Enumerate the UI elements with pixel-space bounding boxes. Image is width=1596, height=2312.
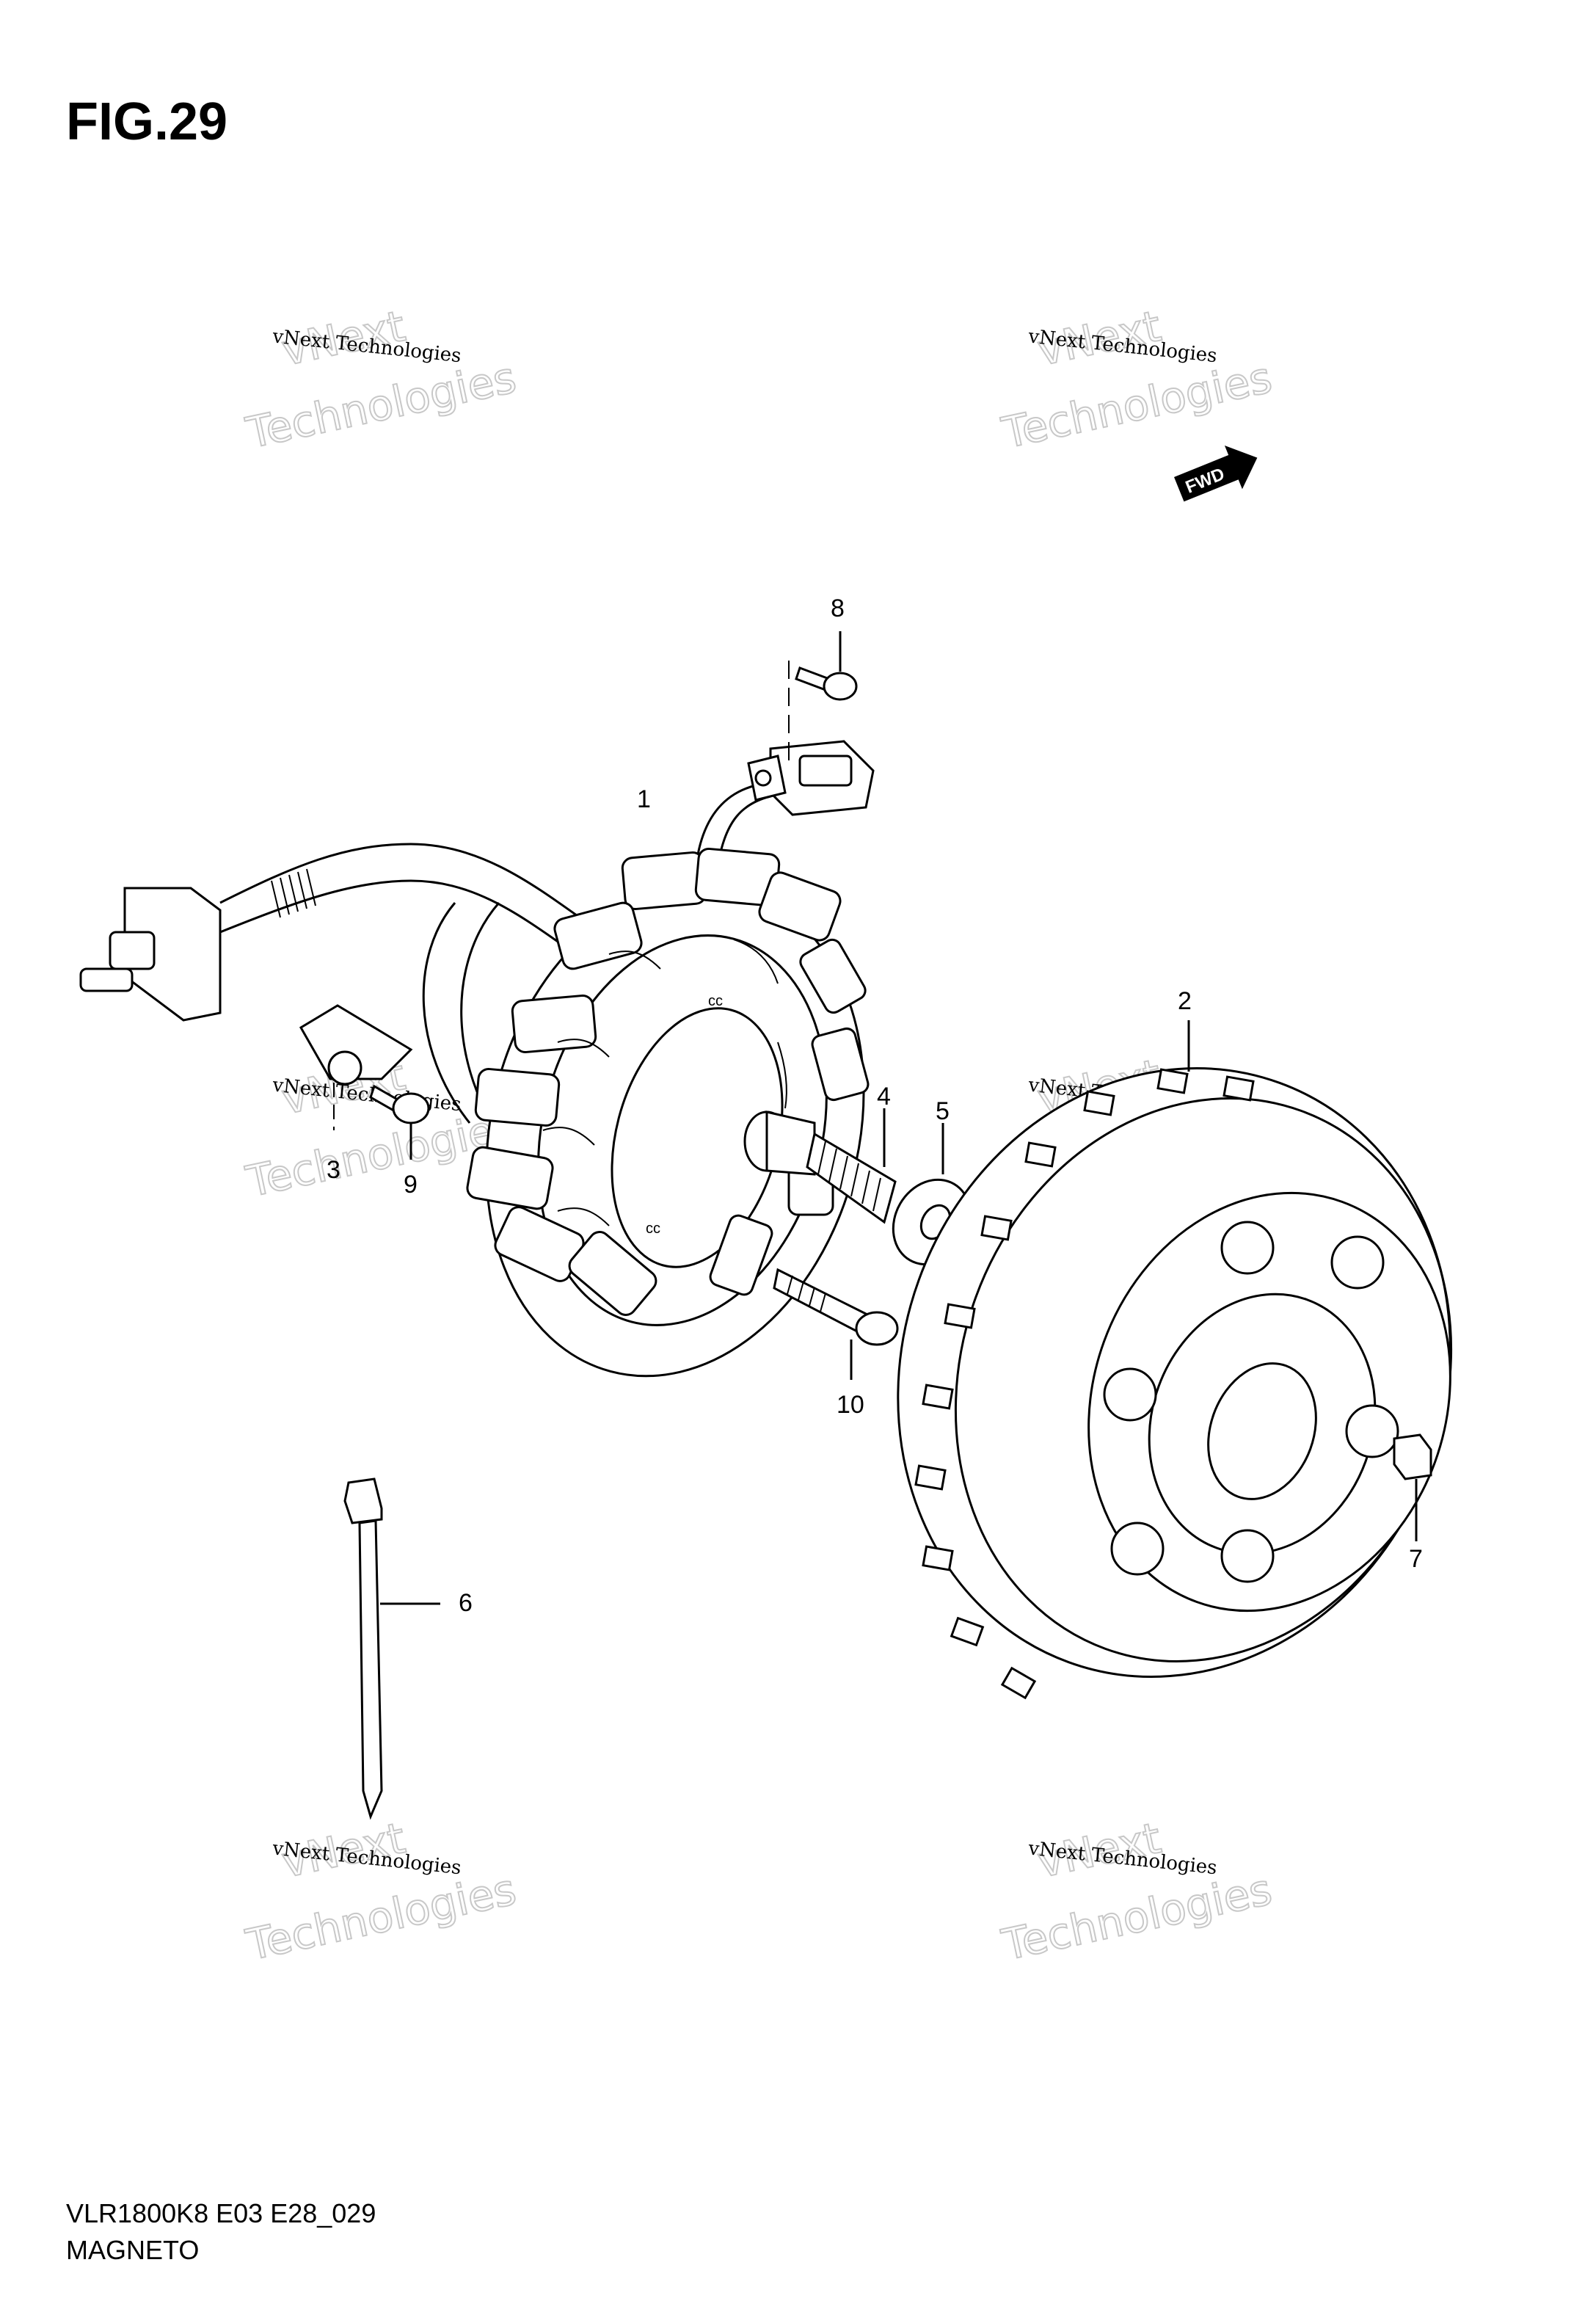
svg-text:Technologies: Technologies [241, 352, 520, 458]
stator-coil: cc cc [466, 848, 870, 1378]
svg-text:Technologies: Technologies [997, 1864, 1276, 1970]
wire-harness [79, 661, 875, 1146]
watermark-bottom-left: Technologies vNext vNext Technologies [241, 1812, 521, 1971]
watermark-top-left: Technologies vNext vNext Technologies [241, 300, 521, 459]
callout-2: 2 [1178, 987, 1192, 1015]
svg-text:Technologies: Technologies [997, 352, 1276, 458]
fwd-arrow-icon: FWD [1174, 446, 1258, 502]
model-code: VLR1800K8 E03 E28_029 [66, 2198, 376, 2228]
stator-bolt [795, 631, 858, 701]
section-name: MAGNETO [66, 2235, 200, 2265]
callout-5: 5 [936, 1097, 950, 1125]
rotor-shaft-bolt [743, 1108, 897, 1224]
callout-4: 4 [877, 1083, 891, 1110]
callout-1: 1 [637, 785, 651, 813]
magneto-rotor [897, 1020, 1453, 1700]
callout-10: 10 [837, 1391, 864, 1419]
harness-clamp [299, 1004, 413, 1130]
clamp-bolt [369, 1084, 430, 1160]
watermark-top-right: Technologies vNext vNext Technologies [996, 300, 1277, 459]
figure-title: FIG.29 [66, 92, 228, 151]
callout-9: 9 [404, 1171, 418, 1199]
callout-6: 6 [459, 1589, 473, 1617]
callout-7: 7 [1409, 1545, 1423, 1573]
svg-text:cc: cc [708, 993, 723, 1009]
callout-8: 8 [831, 595, 845, 622]
cable-tie [343, 1477, 440, 1820]
svg-text:cc: cc [646, 1221, 660, 1237]
rotor-bolt [773, 1268, 899, 1380]
svg-text:Technologies: Technologies [241, 1864, 520, 1970]
callout-3: 3 [327, 1156, 340, 1184]
rotor-key [1393, 1433, 1432, 1541]
watermark-bottom-right: Technologies vNext vNext Technologies [996, 1812, 1277, 1971]
